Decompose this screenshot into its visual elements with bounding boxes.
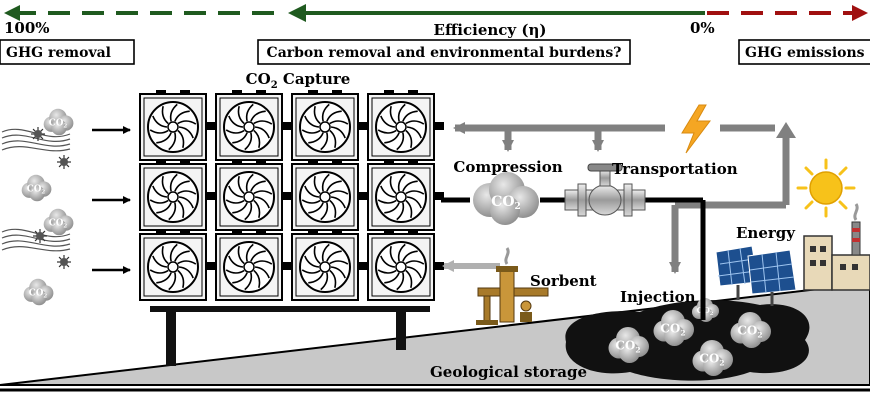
fan-icon <box>139 230 216 301</box>
fan-icon <box>367 90 444 161</box>
svg-text:CO2: CO2 <box>27 184 46 195</box>
stand-leg-right <box>396 310 406 350</box>
header-boxes: GHG removal Carbon removal and environme… <box>0 39 870 65</box>
particle-icon <box>31 127 45 141</box>
burdens-box <box>257 39 631 65</box>
factory-icon <box>803 203 870 291</box>
energy-flow <box>442 122 796 274</box>
left-arrowhead-icon <box>4 5 20 21</box>
capture-title: CO2 Capture <box>246 70 351 91</box>
svg-text:CO2: CO2 <box>737 324 762 340</box>
compression-co2-text: CO2 <box>491 194 521 212</box>
svg-text:CO2: CO2 <box>49 118 68 129</box>
center-arrowhead-icon <box>288 4 306 22</box>
compression-cloud-icon: CO2 <box>473 172 539 225</box>
fan-icon <box>215 160 292 231</box>
compression-label: Compression <box>453 158 562 176</box>
efficiency-left-label: 100% <box>4 19 50 37</box>
stand-leg-left <box>166 310 176 366</box>
transportation-label: Transportation <box>612 160 738 178</box>
reservoir-cloud-icon: CO2 <box>730 312 771 348</box>
ghg-removal-label: GHG removal <box>6 45 111 61</box>
svg-text:CO2: CO2 <box>49 218 68 229</box>
wind-line <box>1 240 71 247</box>
svg-text:CO2: CO2 <box>699 352 724 368</box>
svg-text:CO2: CO2 <box>29 288 48 299</box>
wind-line <box>1 140 71 147</box>
fan-icon <box>367 230 444 301</box>
fan-icon <box>215 230 292 301</box>
wind-line <box>1 234 71 242</box>
wind-line <box>1 146 71 152</box>
particle-icon <box>57 155 71 169</box>
air-cloud-icon: CO2 <box>21 174 52 202</box>
fan-icon <box>291 90 368 161</box>
dac-fan-grid <box>139 90 444 301</box>
efficiency-bar: 100% Efficiency (η) 0% <box>4 4 868 39</box>
particle-icon <box>33 229 47 243</box>
fan-icon <box>139 90 216 161</box>
wind-line <box>1 228 71 238</box>
fan-icon <box>215 90 292 161</box>
air-cloud-icon: CO2 <box>43 208 74 236</box>
stand-beam <box>150 306 430 312</box>
svg-text:CO2: CO2 <box>615 339 640 355</box>
pump-icon <box>476 247 549 325</box>
geological-reservoir <box>565 300 810 381</box>
reservoir-cloud-icon: CO2 <box>692 340 733 376</box>
ghg-emissions-box <box>738 39 870 65</box>
valve-icon <box>564 163 646 217</box>
sorbent-label: Sorbent <box>530 272 597 290</box>
fan-icon <box>291 230 368 301</box>
injection-label: Injection <box>620 288 696 306</box>
particle-icon <box>57 255 71 269</box>
air-cloud-icon: CO2 <box>23 278 54 306</box>
wind-line <box>1 134 71 142</box>
geological-storage-label: Geological storage <box>430 363 587 381</box>
right-arrowhead-icon <box>852 5 868 21</box>
sun-icon <box>796 158 856 218</box>
solar-panel-icon <box>715 245 797 306</box>
efficiency-right-label: 0% <box>690 19 715 37</box>
efficiency-title: Efficiency (η) <box>434 21 547 39</box>
energy-label: Energy <box>736 224 796 242</box>
lightning-icon <box>681 104 711 154</box>
wind-line <box>1 246 71 252</box>
reservoir-cloud-icon: CO2 <box>653 310 694 346</box>
burdens-label: Carbon removal and environmental burdens… <box>267 45 622 61</box>
fan-icon <box>139 160 216 231</box>
ghg-emissions-label: GHG emissions <box>745 45 865 61</box>
fan-icon <box>291 160 368 231</box>
air-cloud-icon: CO2 <box>43 108 74 136</box>
energy-up-arrowhead <box>776 122 796 138</box>
svg-text:CO2: CO2 <box>660 322 685 338</box>
fan-icon <box>367 160 444 231</box>
reservoir-cloud-icon: CO2 <box>608 327 649 363</box>
ghg-removal-box <box>0 39 135 65</box>
